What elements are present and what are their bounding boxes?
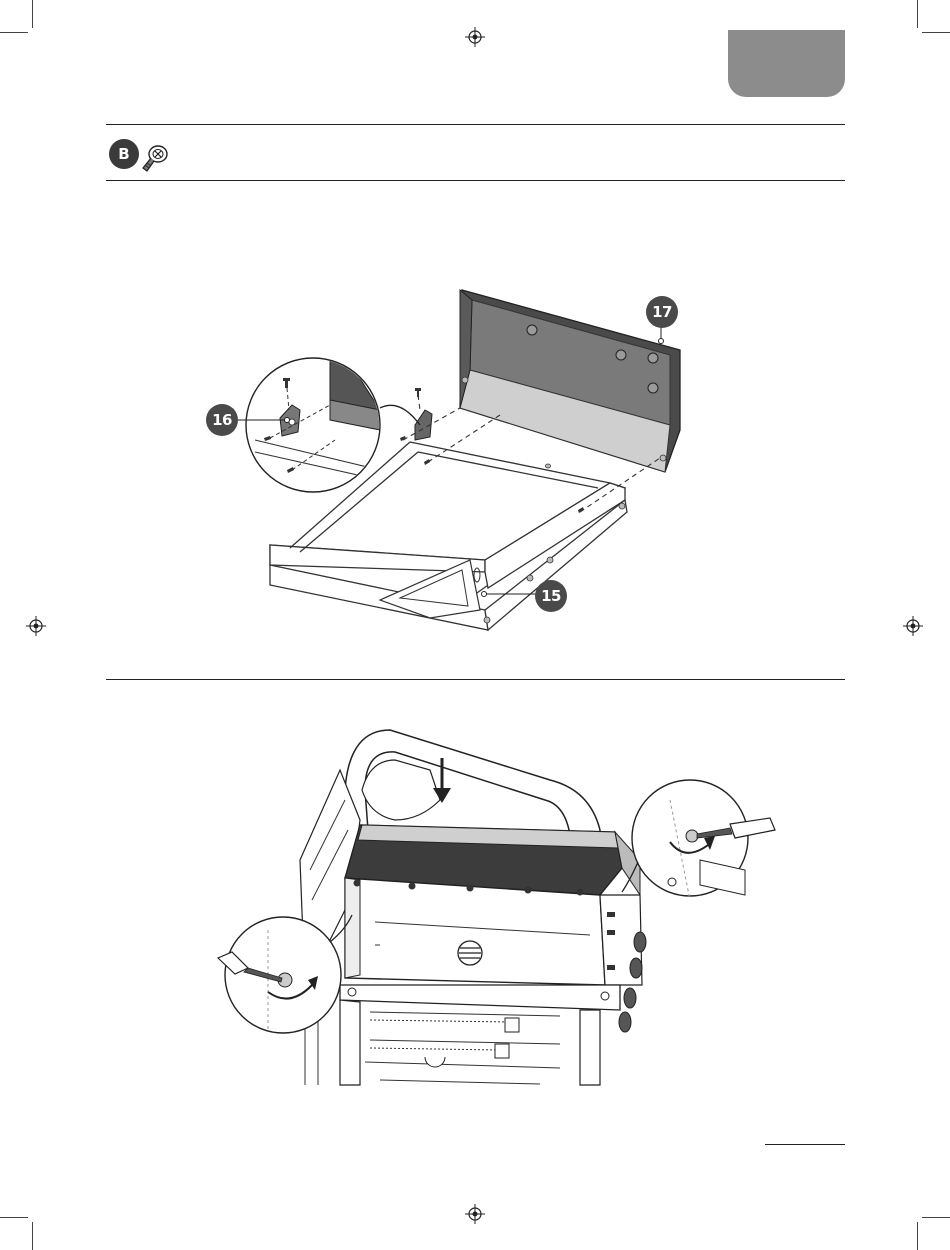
crop-mark-top-left-v <box>32 0 33 28</box>
crop-mark-top-left-h <box>0 32 28 33</box>
crop-mark-top-right-v <box>917 0 918 28</box>
part-label-17: 17 <box>646 296 678 328</box>
part-label-15: 15 <box>535 580 567 612</box>
frame-assembly-illustration <box>190 280 700 650</box>
part-label-16: 16 <box>206 404 238 436</box>
crop-mark-bottom-left-h <box>0 1217 28 1218</box>
crosshair-icon <box>26 616 46 636</box>
crosshair-icon <box>903 616 923 636</box>
step-header-bottom-rule <box>106 180 845 181</box>
crop-mark-bottom-right-h <box>922 1217 950 1218</box>
crop-mark-bottom-right-v <box>917 1222 918 1250</box>
crop-mark-top-right-h <box>922 32 950 33</box>
crop-mark-bottom-left-v <box>32 1222 33 1250</box>
step-header-top-rule <box>106 124 845 125</box>
section-tab <box>728 30 845 97</box>
crosshair-icon <box>465 1204 485 1224</box>
screw-icon <box>137 141 171 173</box>
screw-type-badge: B <box>109 139 139 169</box>
grill-installation-illustration <box>210 725 780 1090</box>
step-separator-rule <box>106 679 845 680</box>
page-number-rule <box>765 1144 845 1145</box>
crosshair-icon <box>465 27 485 47</box>
